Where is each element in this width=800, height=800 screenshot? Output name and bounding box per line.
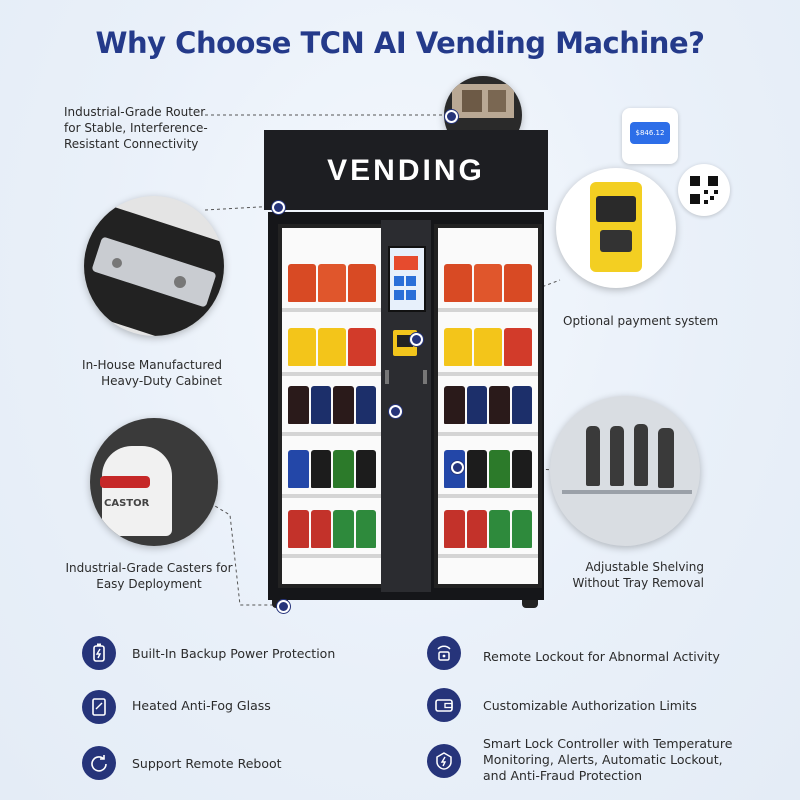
shelf-row — [288, 264, 376, 302]
control-panel — [381, 220, 431, 592]
phone-app: $846.12 — [622, 108, 678, 164]
shelf-row — [288, 450, 376, 488]
phone-amount: $846.12 — [630, 122, 670, 144]
bottom-feature-label: Remote Lockout for Abnormal Activity — [483, 649, 720, 664]
lock-icon — [427, 636, 461, 670]
shelf — [282, 308, 382, 312]
shelf — [282, 554, 382, 558]
feature-cabinet: In-House Manufactured Heavy-Duty Cabinet — [82, 358, 222, 388]
shelf — [282, 494, 382, 498]
bottom-feature-label: Smart Lock Controller with Temperature M… — [483, 736, 733, 783]
shelf-row — [444, 510, 532, 548]
hotspot-lock[interactable] — [389, 405, 402, 418]
caster-label: CASTOR — [104, 498, 150, 509]
glass-icon — [82, 690, 116, 724]
shelf-row — [444, 328, 532, 366]
bottom-feature-label: Built-In Backup Power Protection — [132, 646, 336, 661]
machine-top-panel: VENDING — [264, 130, 548, 210]
smart-lock-icon — [427, 744, 461, 778]
bottom-feature-label: Support Remote Reboot — [132, 756, 282, 771]
machine-body — [268, 212, 544, 600]
caster-foot — [522, 600, 538, 608]
hotspot-casters[interactable] — [277, 600, 290, 613]
vending-machine: VENDING — [264, 130, 548, 608]
shelving-photo — [550, 396, 700, 546]
hotspot-cabinet[interactable] — [272, 201, 285, 214]
touch-screen[interactable] — [388, 246, 426, 312]
hotspot-router[interactable] — [445, 110, 458, 123]
battery-icon — [82, 636, 116, 670]
reboot-icon — [82, 746, 116, 780]
feature-router: Industrial-Grade Router for Stable, Inte… — [64, 105, 208, 151]
shelf — [438, 432, 538, 436]
feature-shelving: Adjustable Shelving Without Tray Removal — [572, 560, 704, 590]
wallet-icon — [427, 688, 461, 722]
shelf — [438, 372, 538, 376]
hotspot-shelving[interactable] — [451, 461, 464, 474]
door-handle — [423, 370, 427, 384]
left-door — [278, 224, 386, 588]
shelf — [438, 308, 538, 312]
payment-photo — [556, 168, 676, 288]
feature-casters: Industrial-Grade Casters for Easy Deploy… — [65, 561, 233, 591]
feature-payment: Optional payment system — [563, 314, 719, 328]
hotspot-payment[interactable] — [410, 333, 423, 346]
page-title: Why Choose TCN AI Vending Machine? — [95, 26, 705, 60]
shelf-row — [444, 264, 532, 302]
brand-logo: VENDING — [327, 154, 485, 187]
shelf-row — [288, 510, 376, 548]
door-handle — [385, 370, 389, 384]
shelf-row — [288, 386, 376, 424]
shelf — [438, 554, 538, 558]
bottom-feature-label: Heated Anti-Fog Glass — [132, 698, 271, 713]
shelf — [438, 494, 538, 498]
cabinet-photo — [84, 196, 224, 336]
shelf — [282, 372, 382, 376]
bottom-feature-label: Customizable Authorization Limits — [483, 698, 697, 713]
shelf-row — [444, 386, 532, 424]
right-door — [434, 224, 542, 588]
shelf-row — [288, 328, 376, 366]
shelf — [282, 432, 382, 436]
casters-photo: CASTOR — [90, 418, 218, 546]
qr-code-icon — [678, 164, 730, 216]
